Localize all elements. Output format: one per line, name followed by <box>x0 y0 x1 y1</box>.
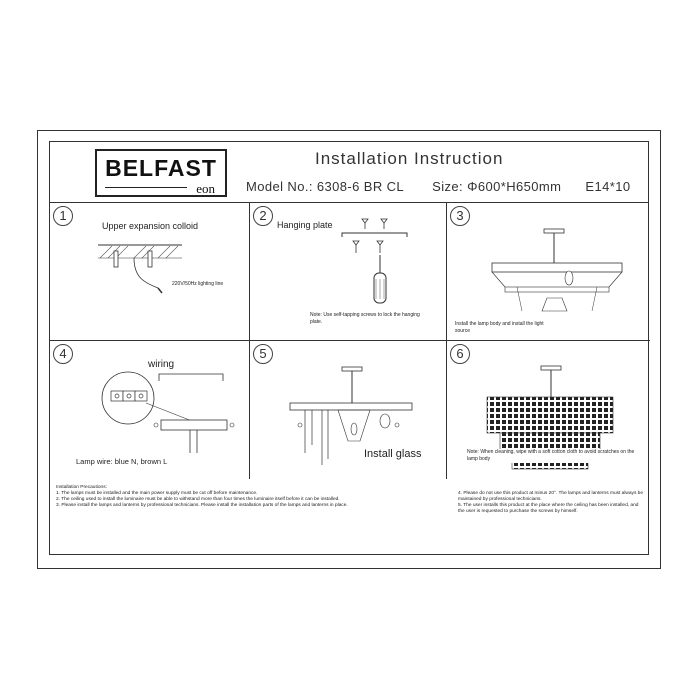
step-label: Install glass <box>364 448 422 460</box>
precaution-item: 5. The user installs this product at the… <box>458 503 639 514</box>
precaution-item: 4. Please do not use this product at min… <box>458 491 644 502</box>
hanging-plate-illustration <box>341 218 408 304</box>
header: BELFAST eon Installation Instruction Mod… <box>50 142 648 203</box>
step-number: 1 <box>53 206 73 226</box>
precaution-item: 2. The ceiling used to install the lumin… <box>56 497 340 502</box>
wiring-illustration <box>101 371 235 453</box>
step-sublabel: 220V/50Hz lighting line <box>172 281 224 287</box>
step-number: 3 <box>450 206 470 226</box>
instruction-sheet: BELFAST eon Installation Instruction Mod… <box>37 130 661 569</box>
step-note: Note: Use self-tapping screws to lock th… <box>310 312 420 325</box>
precautions-left: Installation Precautions: 1. The lamps m… <box>56 485 436 509</box>
logo-rule <box>105 187 187 188</box>
step-label: Upper expansion colloid <box>102 221 199 231</box>
install-glass-illustration <box>289 366 413 465</box>
step-4-panel: 4 wiring Lamp wire: blue N, brown L <box>50 341 250 479</box>
precautions-right: 4. Please do not use this product at min… <box>458 491 646 515</box>
spec-line: Model No.: 6308-6 BR CL Size: Φ600*H650m… <box>246 179 630 194</box>
step-label: wiring <box>148 359 175 370</box>
model-number: Model No.: 6308-6 BR CL <box>246 179 405 194</box>
precaution-item: 3. Please install the lamps and lanterns… <box>56 503 348 508</box>
inner-frame: BELFAST eon Installation Instruction Mod… <box>49 141 650 556</box>
dimensions: Size: Φ600*H650mm <box>432 179 562 194</box>
logo-wordmark: BELFAST <box>105 155 217 181</box>
precautions-title: Installation Precautions: <box>56 485 107 490</box>
bulb-spec: E14*10 <box>585 179 631 194</box>
page-title: Installation Instruction <box>315 149 504 168</box>
belfast-logo: BELFAST eon <box>95 149 227 197</box>
step-2-panel: 2 Hanging plate Note: Use self-tapping s… <box>250 203 447 341</box>
step-note: Note: When cleaning, wipe with a soft co… <box>467 449 637 463</box>
step-6-panel: 6 Note: When cleaning, wipe with a soft … <box>447 341 650 479</box>
steps-grid: 1 Upper expansion colloid 220V/50Hz ligh… <box>50 203 650 479</box>
step-number: 4 <box>53 344 73 364</box>
precaution-item: 1. The lamps must be installed and the m… <box>56 491 258 496</box>
step-note: Install the lamp body and install the li… <box>455 321 544 334</box>
step-number: 5 <box>253 344 273 364</box>
precautions-section: Installation Precautions: 1. The lamps m… <box>50 479 648 556</box>
lamp-body-illustration <box>491 228 623 312</box>
step-3-panel: 3 Install the lamp body and install the … <box>447 203 650 341</box>
step-sublabel: Lamp wire: blue N, brown L <box>76 457 168 466</box>
step-1-panel: 1 Upper expansion colloid 220V/50Hz ligh… <box>50 203 250 341</box>
logo-subtext: eon <box>196 181 215 196</box>
ceiling-anchor-illustration <box>98 244 182 294</box>
step-5-panel: 5 Install glass <box>250 341 447 479</box>
step-number: 6 <box>450 344 470 364</box>
step-label: Hanging plate <box>277 220 333 230</box>
step-number: 2 <box>253 206 273 226</box>
